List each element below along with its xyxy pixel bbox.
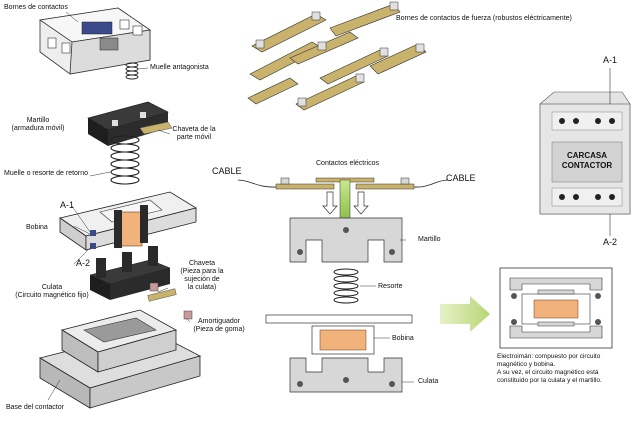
electromagnet-assembly (499, 267, 613, 349)
cable-left-line (237, 179, 277, 188)
rubber-damper (149, 282, 159, 292)
terminal-screw-right (400, 177, 410, 185)
electroiman-l2: magnético y bobina. (497, 361, 556, 368)
label-amortiguador: Amortiguador (Pieza de goma) (190, 318, 248, 334)
label-cable-left: CABLE (212, 166, 242, 176)
coil-assembly (59, 191, 198, 251)
label-culata-l1: Culata (41, 284, 63, 291)
motion-arrows (322, 191, 369, 215)
fixed-core (89, 246, 171, 300)
contactor-base (38, 309, 202, 409)
label-cable-right: CABLE (446, 173, 476, 183)
fixed-contact-left (275, 183, 335, 190)
label-chaveta-culata-l2: (Pieza para la (180, 268, 224, 275)
label-chaveta-movil-l2: parte móvil (176, 134, 212, 141)
force-contact-bars (247, 1, 427, 111)
label-bornes-contactos: Bornes de contactos (4, 4, 68, 11)
label-base: Base del contactor (6, 404, 64, 411)
plunger (339, 179, 351, 219)
label-culata-l2: (Circuito magnético fijo) (15, 292, 89, 299)
label-a2-right: A-2 (603, 237, 618, 247)
coil-winding (319, 329, 367, 351)
label-resorte: Resorte (378, 283, 403, 290)
label-muelle-antagonista: Muelle antagonista (150, 64, 209, 71)
fixed-contact-right (355, 183, 415, 190)
label-martillo-l1: Martillo (26, 117, 50, 124)
label-bobina-left: Bobina (26, 224, 48, 231)
core-section (289, 357, 403, 393)
resorte-spring (333, 268, 359, 304)
label-chaveta-culata: Chaveta (Pieza para la sujeción de la cu… (176, 260, 228, 292)
leader-lines (47, 11, 414, 401)
label-amortiguador-l2: (Pieza de goma) (193, 326, 245, 333)
label-bobina-mid: Bobina (392, 335, 414, 342)
label-chaveta-movil: Chaveta de la parte móvil (170, 126, 218, 142)
armature-section (289, 217, 403, 263)
antagonist-spring (125, 62, 139, 80)
label-carcasa: CARCASA CONTACTOR (552, 151, 622, 171)
rubber-damper-2 (183, 310, 193, 320)
label-a1-left: A-1 (60, 200, 75, 210)
label-martillo-l2: (armadura móvil) (11, 125, 65, 132)
label-chaveta-culata-l1: Chaveta (188, 260, 216, 267)
label-carcasa-l1: CARCASA (567, 151, 607, 160)
contactor-housing (539, 91, 631, 215)
electroiman-note: Electroimán: compuesto por circuito magn… (497, 353, 637, 385)
contact-block (38, 7, 152, 75)
coil-plate (265, 314, 413, 324)
electroiman-l3: A su vez, el circuito magnético está (497, 369, 599, 376)
label-muelle-retorno: Muelle o resorte de retorno (4, 170, 89, 177)
armature-key (139, 121, 173, 135)
armature (87, 101, 169, 146)
cable-right-line (413, 179, 449, 188)
label-amortiguador-l1: Amortiguador (197, 318, 241, 325)
terminal-screw-left (280, 177, 290, 185)
core-key (147, 288, 177, 302)
label-a2-left: A-2 (76, 258, 91, 268)
label-carcasa-l2: CONTACTOR (561, 161, 613, 170)
label-chaveta-culata-l3: sujeción de (184, 276, 220, 283)
label-culata: Culata (Circuito magnético fijo) (2, 284, 102, 300)
label-contactos-electricos: Contactos eléctricos (316, 160, 380, 167)
electroiman-l1: Electroimán: compuesto por circuito (497, 353, 601, 360)
electroiman-l4: constituido por la culata y el martillo. (497, 377, 602, 384)
label-chaveta-culata-l4: la culata) (187, 284, 217, 291)
label-a1-right: A-1 (603, 55, 618, 65)
label-bornes-fuerza: Bornes de contactos de fuerza (robustos … (396, 15, 572, 22)
return-spring (110, 135, 140, 185)
label-martillo-mid: Martillo (418, 236, 441, 243)
label-culata-mid: Culata (418, 378, 439, 385)
label-martillo: Martillo (armadura móvil) (10, 117, 66, 133)
label-chaveta-movil-l1: Chaveta de la (172, 126, 216, 133)
assembly-arrow (440, 296, 490, 332)
